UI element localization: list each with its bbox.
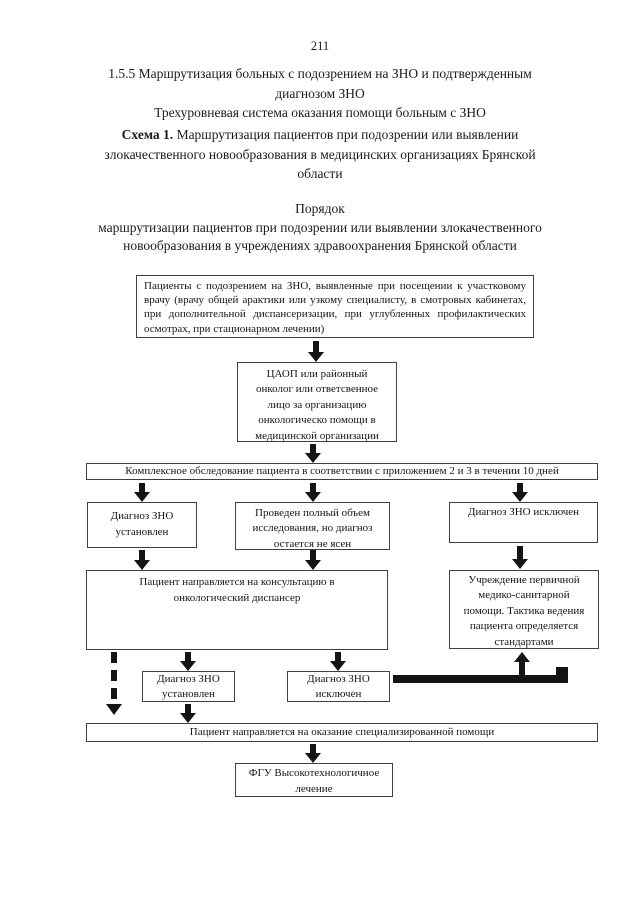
arrow-down-exam-established: [134, 483, 150, 502]
connector-bar-horizontal: [393, 675, 568, 683]
flow-box-fgu: ФГУ Высокотехнологичное лечение: [235, 763, 393, 797]
flow-box-dx-excluded: Диагноз ЗНО исключен: [449, 502, 598, 543]
schema-title: Схема 1. Маршрутизация пациентов при под…: [70, 125, 570, 184]
order-title: Порядок маршрутизации пациентов при подо…: [98, 201, 542, 253]
flow-box-patients: Пациенты с подозрением на ЗНО, выявленны…: [136, 275, 534, 338]
flow-box-specialized: Пациент направляется на оказание специал…: [86, 723, 598, 742]
arrow-dashed-consult-specialized: [106, 652, 122, 715]
arrow-down-patients-caop: [308, 341, 324, 362]
schema-title-bold: Схема 1.: [121, 127, 174, 142]
flow-box-consult: Пациент направляется на консультацию в о…: [86, 570, 388, 650]
section-heading: 1.5.5 Маршрутизация больных с подозрение…: [108, 66, 532, 120]
arrow-down-exam-excluded: [512, 483, 528, 502]
schema-title-wrap: злокачественного новообразования в медиц…: [104, 146, 536, 182]
arrow-down-fullexam-consult: [305, 550, 321, 570]
arrow-down-exam-fullexam: [305, 483, 321, 502]
arrow-down-consult-established2: [180, 652, 196, 671]
flow-box-exam: Комплексное обследование пациента в соот…: [86, 463, 598, 480]
flow-box-dx-established: Диагноз ЗНО установлен: [87, 502, 197, 548]
arrow-down-consult-excluded2: [330, 652, 346, 671]
page-number: 211: [310, 39, 330, 53]
arrow-down-established2-specialized: [180, 704, 196, 723]
flow-box-dx-excluded2: Диагноз ЗНО исключен: [287, 671, 390, 702]
flow-box-dx-established2: Диагноз ЗНО установлен: [142, 671, 235, 702]
schema-title-rest: Маршрутизация пациентов при подозрении и…: [176, 127, 519, 142]
arrow-up-into-primary: [514, 652, 530, 675]
connector-bar-riser: [556, 667, 568, 683]
flow-box-caop: ЦАОП или районный онколог или ответсвенн…: [237, 362, 397, 442]
flow-box-full-exam: Проведен полный объем исследования, но д…: [235, 502, 390, 550]
flow-box-primary-care: Учреждение первичной медико-санитарной п…: [449, 570, 599, 649]
arrow-down-established-consult: [134, 550, 150, 570]
arrow-down-caop-exam: [305, 444, 321, 463]
arrow-down-excluded-primary: [512, 546, 528, 569]
arrow-down-specialized-fgu: [305, 744, 321, 763]
